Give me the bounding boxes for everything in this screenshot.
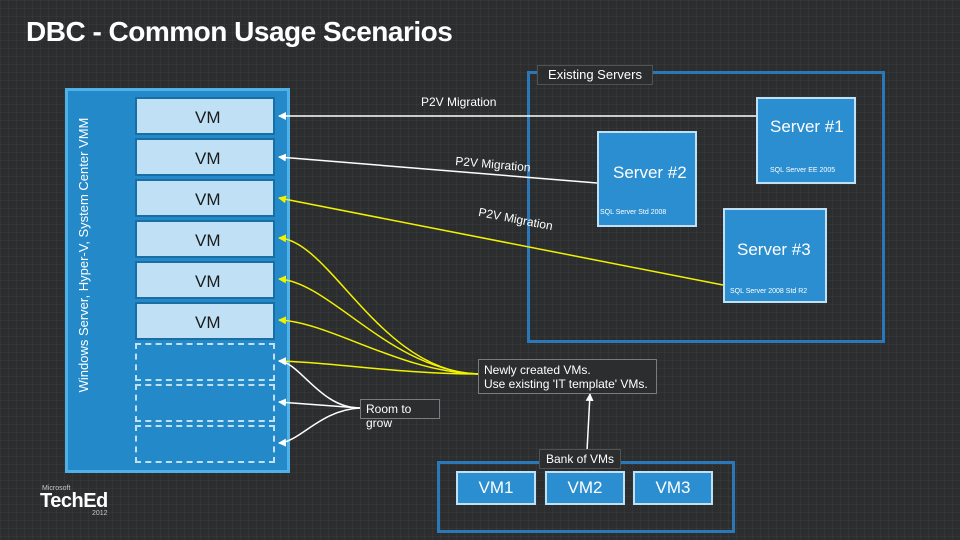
p2v-arrow-2 [278,153,598,184]
new-vm-curve [278,316,479,375]
vm-1: VM [135,97,275,135]
new-vms-line1: Newly created VMs. [484,363,591,377]
existing-servers-container [527,71,885,343]
bank-vm-2: VM2 [545,471,625,505]
server-2-sub: SQL Server Std 2008 [600,209,667,216]
vm-6: VM [135,302,275,340]
server-1: Server #1 SQL Server EE 2005 [756,97,856,184]
empty-vm-slot [135,343,275,381]
new-vm-curve [278,275,479,375]
bank-label: Bank of VMs [539,449,621,469]
room-to-grow-callout: Room to grow [360,399,440,430]
logo-name: TechEd [40,490,108,512]
grow-curve [278,398,361,409]
empty-vm-slot [135,384,275,422]
empty-vm-slot [135,425,275,463]
bank-arrow [585,393,594,452]
vm-4: VM [135,220,275,258]
logo-brand: Microsoft [42,485,71,492]
vm-2: VM [135,138,275,176]
new-vms-callout: Newly created VMs. Use existing 'IT temp… [478,359,657,394]
p2v-label-1: P2V Migration [421,95,497,109]
server-2-name: Server #2 [613,163,687,182]
new-vms-line2: Use existing 'IT template' VMs. [484,377,648,391]
existing-servers-label: Existing Servers [537,65,653,85]
grow-curve [278,357,361,409]
server-3-sub: SQL Server 2008 Std R2 [730,288,808,295]
bank-vm-3: VM3 [633,471,713,505]
server-3: Server #3 SQL Server 2008 Std R2 [723,208,827,303]
bank-vm-1: VM1 [456,471,536,505]
p2v-arrow-3 [278,195,724,286]
new-vm-curve [278,234,479,375]
slide-title: DBC - Common Usage Scenarios [26,16,453,47]
server-1-sub: SQL Server EE 2005 [770,167,836,174]
server-2: Server #2 SQL Server Std 2008 [597,131,697,227]
server-1-name: Server #1 [770,117,844,136]
vm-3: VM [135,179,275,217]
new-vm-curve [278,357,479,375]
vm-5: VM [135,261,275,299]
grow-curve [278,407,361,447]
server-3-name: Server #3 [737,240,811,259]
logo-year: 2012 [92,510,108,517]
